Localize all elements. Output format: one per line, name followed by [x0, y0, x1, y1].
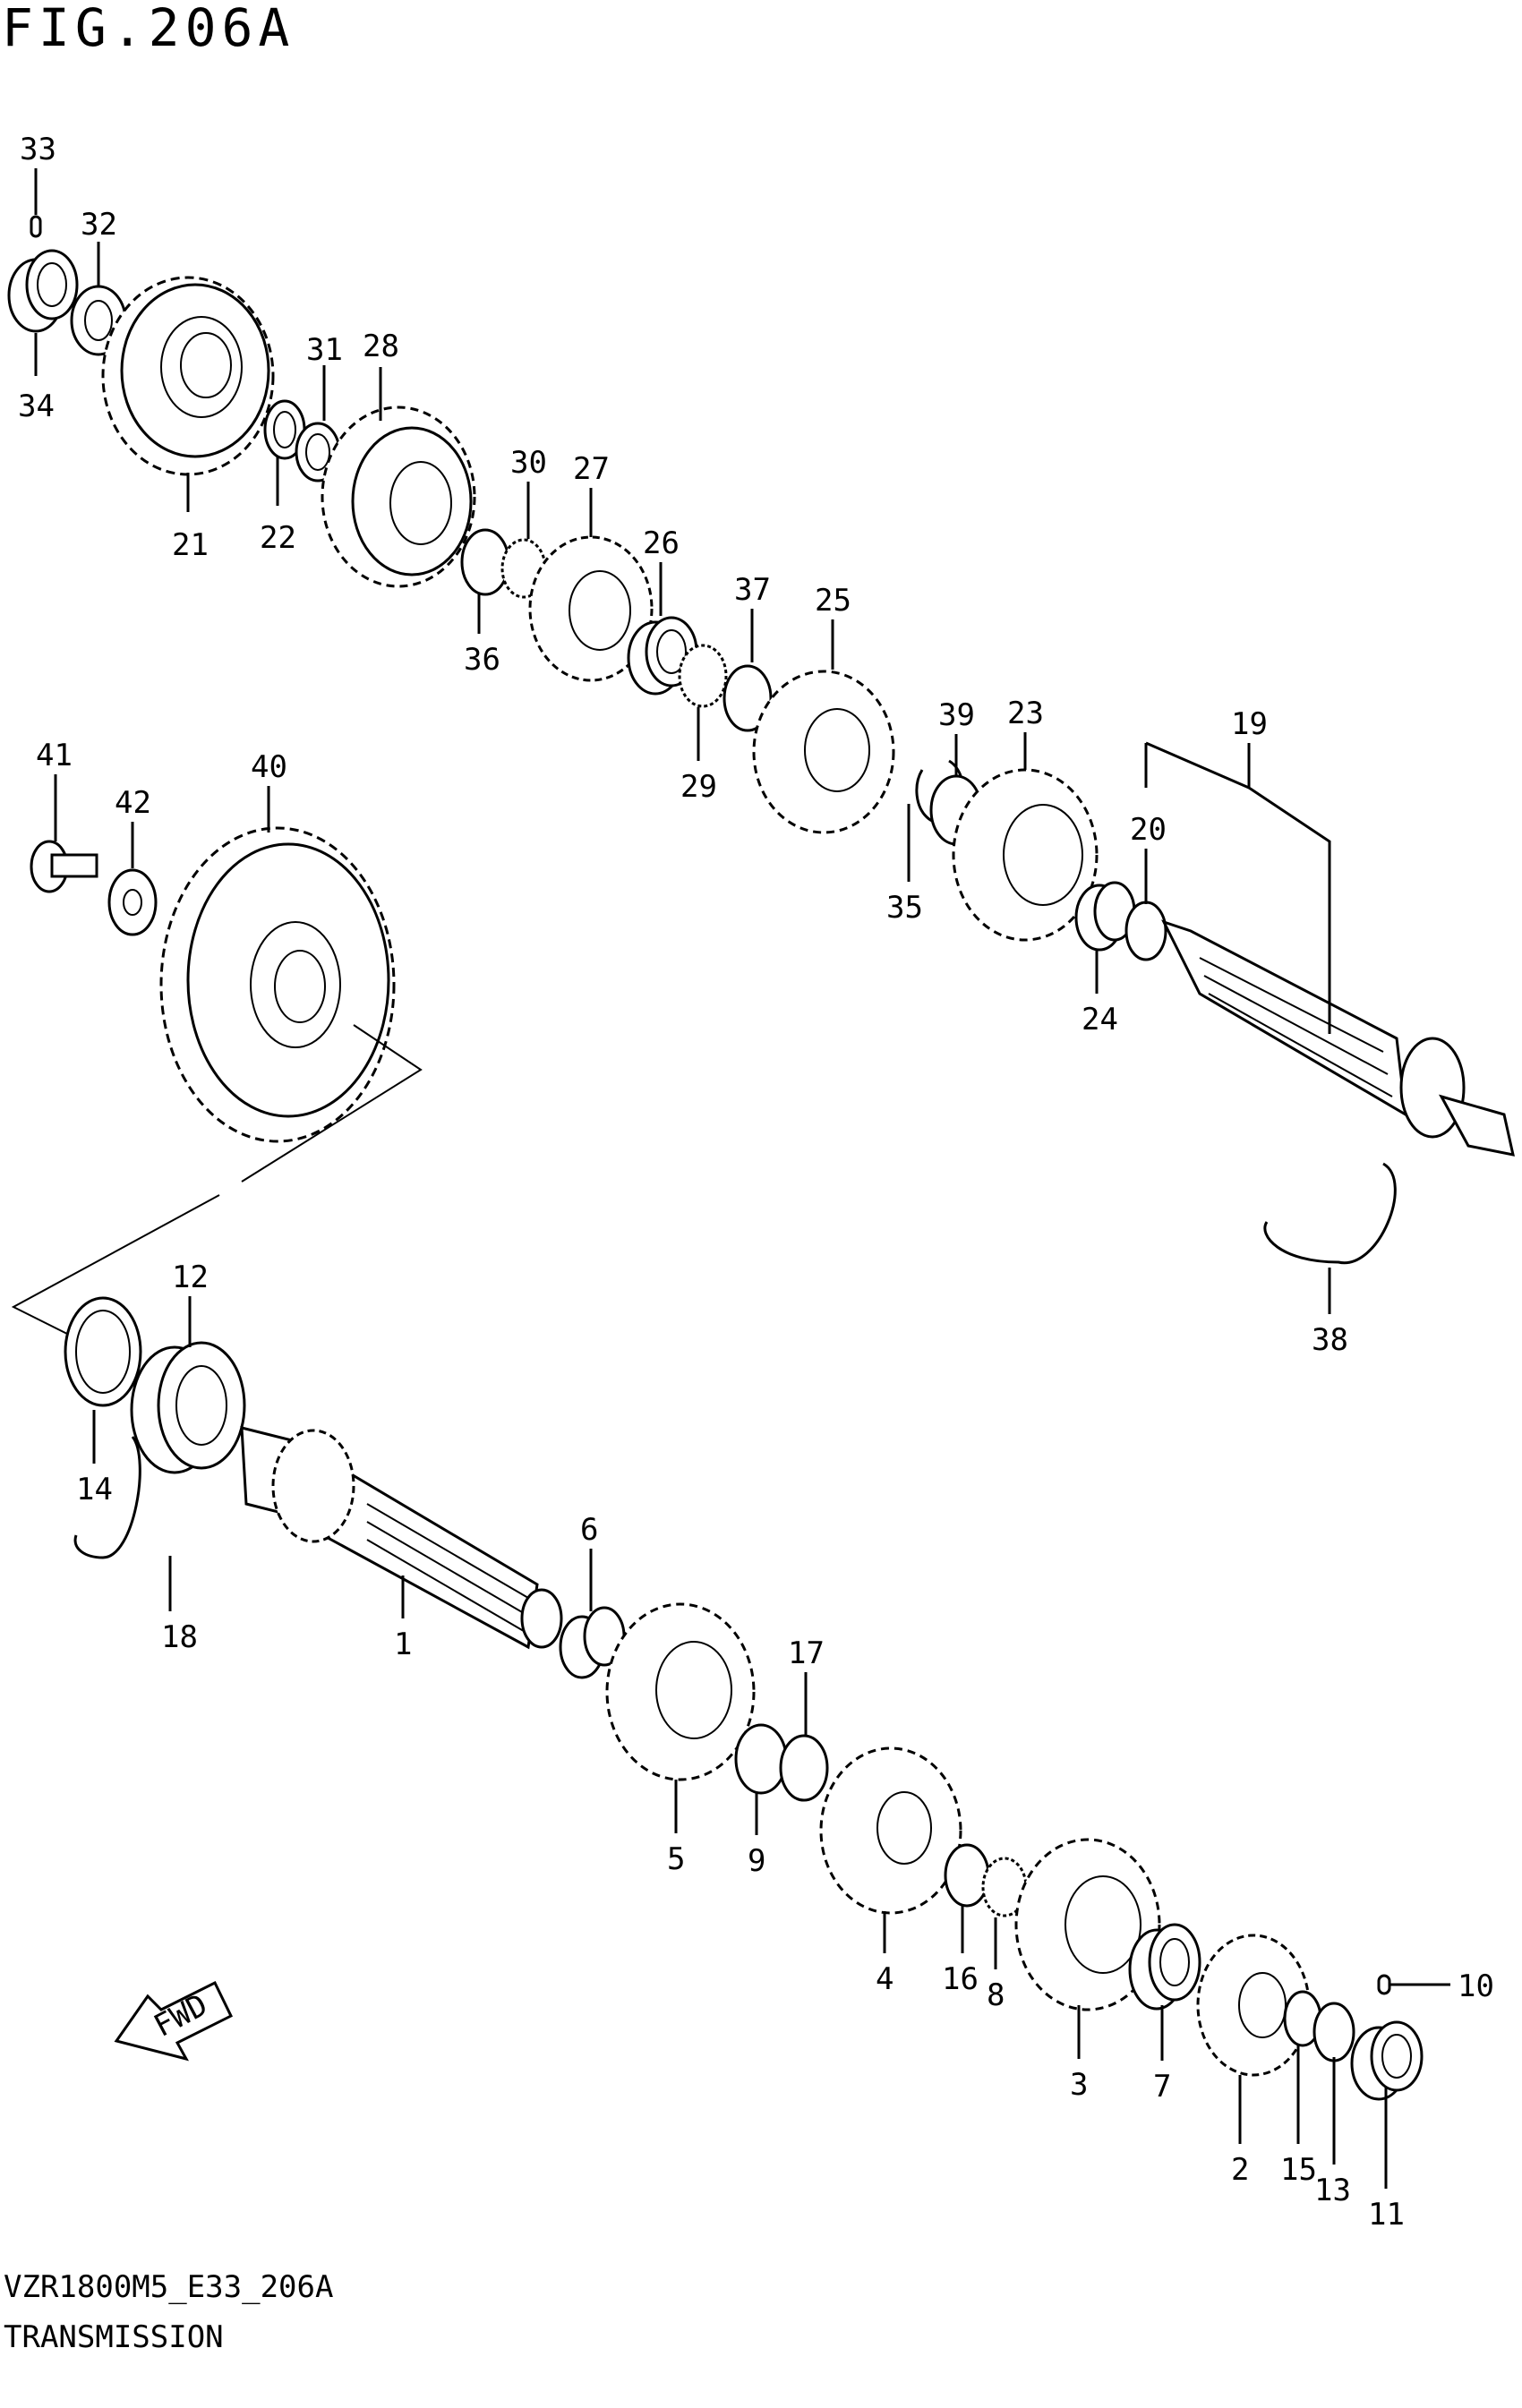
- part-27-gear: [528, 535, 654, 682]
- part-17-circlip: [779, 1734, 829, 1802]
- callout-12: 12: [172, 1260, 209, 1295]
- leader-lines: [34, 168, 1450, 2189]
- callout-35: 35: [886, 890, 923, 926]
- part-21-gear: [101, 276, 275, 476]
- part-28-gear: [321, 406, 476, 588]
- part-20-circlip: [1124, 901, 1167, 961]
- callout-36: 36: [464, 642, 500, 678]
- callout-41: 41: [36, 738, 73, 773]
- part-16-circlip: [944, 1843, 990, 1908]
- drawing-code: VZR1800M5_E33_206A: [4, 2269, 334, 2305]
- callout-1: 1: [394, 1627, 412, 1662]
- callout-9: 9: [748, 1843, 765, 1879]
- callout-28: 28: [363, 329, 399, 364]
- part-13-washer: [1313, 2002, 1355, 2062]
- part-34-needle-bearing: [7, 249, 79, 333]
- callout-labels: 33 32 34 31 28 21 22 30 27 36 26 37 25 2…: [18, 132, 1494, 2233]
- part-40-primary-driven-gear: [159, 826, 396, 1143]
- callout-31: 31: [306, 332, 343, 368]
- callout-5: 5: [667, 1841, 685, 1877]
- part-10-pin: [1377, 1974, 1391, 1995]
- callout-42: 42: [115, 785, 151, 821]
- callout-39: 39: [938, 697, 975, 733]
- part-23-gear: [952, 768, 1099, 942]
- callout-34: 34: [18, 389, 55, 424]
- part-12-bearing: [130, 1341, 246, 1474]
- callout-33: 33: [20, 132, 56, 167]
- callout-29: 29: [680, 769, 717, 805]
- part-3-gear: [1014, 1838, 1161, 2011]
- part-41-bolt: [30, 840, 98, 893]
- part-25-gear: [752, 670, 895, 834]
- fwd-arrow-icon: FWD: [114, 1980, 233, 2062]
- callout-4: 4: [876, 1961, 894, 1997]
- assembly-link-line: [11, 1024, 423, 1335]
- callout-22: 22: [260, 520, 296, 556]
- callout-11: 11: [1368, 2197, 1405, 2233]
- part-29-washer: [678, 644, 728, 708]
- callout-8: 8: [987, 1977, 1005, 2013]
- part-33-pin: [30, 215, 42, 238]
- callout-3: 3: [1070, 2067, 1088, 2103]
- callout-15: 15: [1280, 2152, 1317, 2188]
- drawing-caption: TRANSMISSION: [4, 2319, 224, 2355]
- part-42-washer: [107, 868, 158, 936]
- callout-17: 17: [788, 1635, 825, 1671]
- callout-32: 32: [81, 207, 117, 243]
- part-4-gear: [819, 1746, 962, 1915]
- callout-20: 20: [1130, 812, 1167, 848]
- callout-6: 6: [580, 1512, 598, 1548]
- part-38-circlip: [1263, 1162, 1397, 1265]
- callout-38: 38: [1312, 1322, 1348, 1358]
- part-1-driveshaft: [240, 1426, 563, 1650]
- callout-16: 16: [942, 1961, 979, 1997]
- callout-26: 26: [643, 525, 680, 561]
- part-24-bushing: [1074, 881, 1136, 952]
- callout-23: 23: [1007, 696, 1044, 731]
- part-9-washer: [734, 1723, 788, 1795]
- callout-7: 7: [1153, 2069, 1171, 2105]
- part-36-circlip: [460, 528, 510, 596]
- callout-30: 30: [510, 445, 547, 481]
- part-19-countershaft: [1161, 919, 1515, 1157]
- callout-40: 40: [251, 749, 287, 785]
- part-14-oil-seal: [64, 1296, 142, 1407]
- callout-18: 18: [161, 1619, 198, 1655]
- part-37-circlip: [723, 664, 773, 732]
- callout-2: 2: [1231, 2152, 1249, 2188]
- callout-27: 27: [573, 451, 610, 487]
- callout-19: 19: [1231, 706, 1268, 742]
- lower-shaft-assembly: [64, 1296, 1424, 2101]
- callout-25: 25: [815, 583, 851, 619]
- upper-shaft-assembly: [7, 215, 1515, 1265]
- part-11-needle-bearing: [1350, 2020, 1424, 2101]
- callout-21: 21: [172, 527, 209, 563]
- part-18-circlip: [73, 1436, 141, 1559]
- part-26-needle-bearing: [627, 616, 698, 696]
- part-5-gear: [605, 1602, 756, 1781]
- callout-14: 14: [76, 1472, 113, 1507]
- part-7-needle-bearing: [1128, 1923, 1201, 2011]
- callout-24: 24: [1082, 1002, 1118, 1037]
- callout-10: 10: [1458, 1968, 1494, 2004]
- callout-13: 13: [1314, 2173, 1351, 2208]
- figure-title: FIG.206A: [2, 0, 295, 58]
- callout-37: 37: [734, 572, 771, 608]
